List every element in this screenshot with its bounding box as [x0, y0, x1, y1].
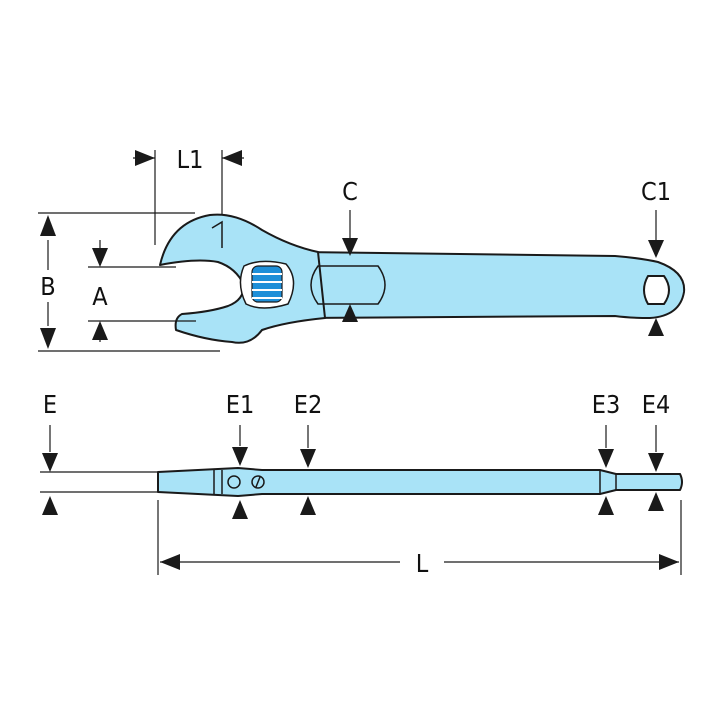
label-e3: E3	[592, 390, 621, 419]
e4-arrow-down	[648, 453, 664, 472]
side-pin-2	[251, 475, 265, 489]
arrowheads	[40, 150, 679, 570]
side-pin-1	[227, 475, 241, 489]
label-a: A	[92, 282, 108, 311]
side-profile	[157, 467, 683, 497]
b-arrow-bottom	[40, 328, 56, 349]
upper-jaw-edge	[211, 220, 223, 248]
e3-arrow-down	[598, 449, 614, 468]
hang-hole	[643, 275, 670, 305]
side-pin-slot	[255, 476, 261, 488]
b-arrow-top	[40, 215, 56, 236]
label-e1: E1	[226, 390, 255, 419]
dimension-lines	[38, 150, 682, 575]
l1-arrow-left	[135, 150, 155, 166]
e4-arrow-up	[648, 492, 664, 511]
c1-arrow-up	[648, 318, 664, 336]
e1-arrow-down	[232, 447, 248, 466]
c1-arrow-down	[648, 240, 664, 258]
e1-arrow-up	[232, 500, 248, 519]
l-arrow-left	[160, 554, 180, 570]
l1-arrow-right	[222, 150, 242, 166]
handle-groove	[310, 265, 386, 305]
e3-arrow-up	[598, 496, 614, 515]
label-e4: E4	[642, 390, 671, 419]
c-arrow-up	[342, 304, 358, 322]
label-l: L	[416, 549, 429, 578]
e-arrow-up	[42, 496, 58, 515]
e2-arrow-up	[300, 496, 316, 515]
knurled-worm	[251, 265, 283, 303]
label-c: C	[342, 177, 358, 206]
label-l1: L1	[177, 145, 204, 174]
label-c1: C1	[641, 177, 671, 206]
e2-arrow-down	[300, 449, 316, 468]
a-arrow-bottom	[92, 321, 108, 340]
c-arrow-down	[342, 238, 358, 256]
wrench-side-view	[157, 467, 683, 497]
wrench-top-view	[159, 213, 686, 344]
label-b: B	[40, 272, 55, 301]
label-e: E	[43, 390, 57, 419]
dimension-labels: L1 C C1 B A E E1 E2 E3 E4 L	[40, 145, 671, 578]
label-e2: E2	[294, 390, 323, 419]
e-arrow-down	[42, 453, 58, 472]
l-arrow-right	[659, 554, 679, 570]
wrench-handle	[299, 251, 686, 319]
a-arrow-top	[92, 248, 108, 267]
